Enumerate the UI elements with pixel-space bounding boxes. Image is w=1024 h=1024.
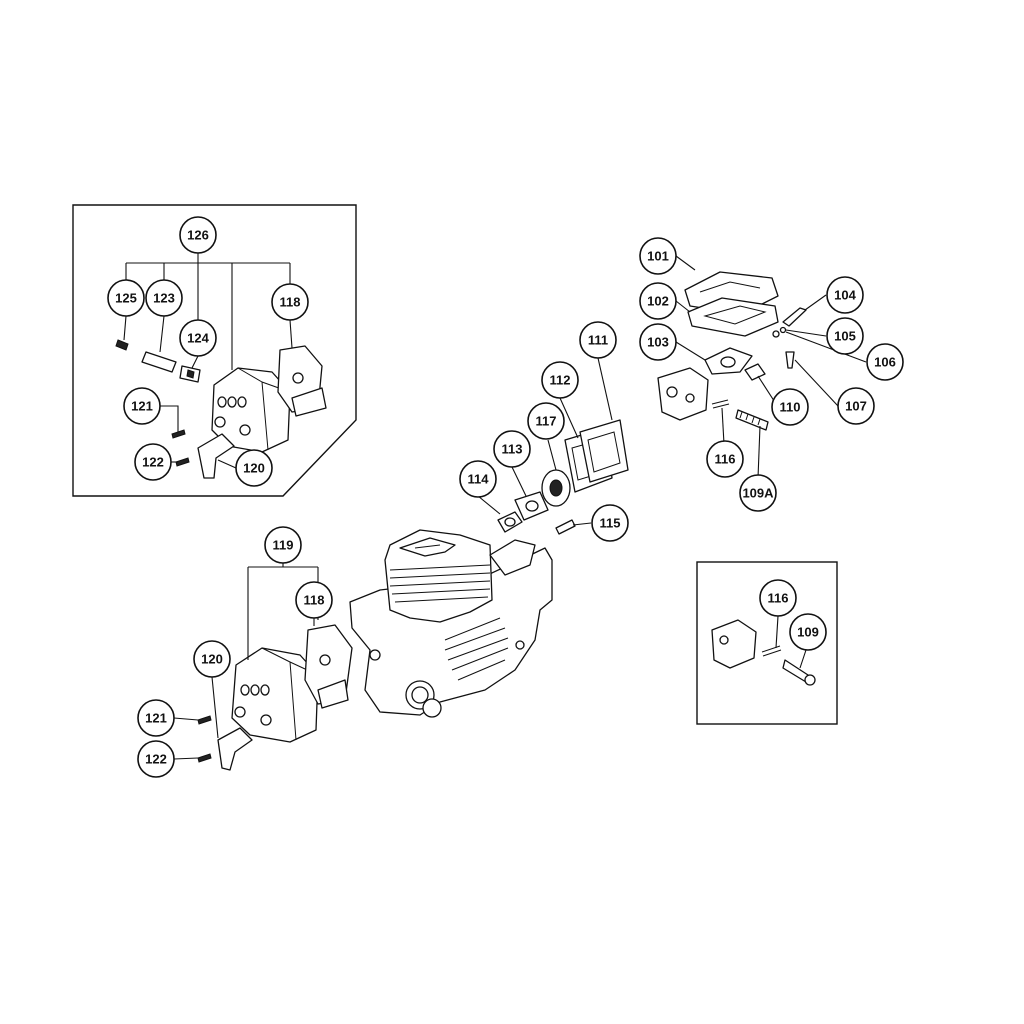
svg-text:115: 115 [600, 516, 621, 531]
callout-104: 104 [826, 276, 864, 314]
callout-117: 117 [527, 402, 565, 440]
main-muffler [197, 624, 353, 771]
svg-text:118: 118 [304, 593, 325, 608]
carburetor-assembly [657, 271, 807, 431]
svg-text:120: 120 [201, 652, 223, 667]
svg-text:121: 121 [131, 399, 153, 414]
callout-103: 103 [639, 323, 677, 361]
callouts: 101 102 103 104 105 106 107 110 116 109A… [107, 216, 904, 778]
callout-121-main: 121 [137, 699, 175, 737]
callout-118-main: 118 [295, 581, 333, 619]
svg-text:102: 102 [647, 294, 669, 309]
svg-text:119: 119 [273, 538, 294, 553]
callout-122-main: 122 [137, 740, 175, 778]
callout-119: 119 [264, 526, 302, 564]
svg-text:117: 117 [536, 414, 557, 429]
callout-113: 113 [493, 430, 531, 468]
callout-102: 102 [639, 282, 677, 320]
svg-text:109A: 109A [742, 486, 774, 501]
muffler-inset-frame [72, 204, 357, 497]
svg-text:113: 113 [502, 442, 523, 457]
callout-126: 126 [179, 216, 217, 254]
callout-116-carb: 116 [706, 440, 744, 478]
svg-text:122: 122 [145, 752, 167, 767]
callout-118-inset: 118 [271, 283, 309, 321]
svg-text:116: 116 [715, 452, 736, 467]
svg-text:106: 106 [874, 355, 896, 370]
svg-text:104: 104 [834, 288, 856, 303]
callout-123: 123 [145, 279, 183, 317]
svg-text:125: 125 [115, 291, 137, 306]
intake-stack [497, 419, 629, 535]
svg-text:107: 107 [845, 399, 867, 414]
carburetor-inset [711, 619, 816, 686]
svg-text:116: 116 [768, 591, 789, 606]
svg-text:112: 112 [550, 373, 571, 388]
callout-115: 115 [591, 504, 629, 542]
callout-107: 107 [837, 387, 875, 425]
svg-text:101: 101 [647, 249, 669, 264]
callout-110: 110 [771, 388, 809, 426]
callout-124: 124 [179, 319, 217, 357]
svg-text:114: 114 [468, 472, 490, 487]
callout-120-main: 120 [193, 640, 231, 678]
svg-text:103: 103 [647, 335, 669, 350]
callout-120-inset: 120 [235, 449, 273, 487]
engine-crankcase [349, 529, 553, 718]
svg-text:111: 111 [588, 333, 608, 348]
callout-112: 112 [541, 361, 579, 399]
callout-109: 109 [789, 613, 827, 651]
callout-111: 111 [579, 321, 617, 359]
callout-121-inset: 121 [123, 387, 161, 425]
callout-116-inset: 116 [759, 579, 797, 617]
svg-text:105: 105 [834, 329, 856, 344]
svg-text:124: 124 [187, 331, 209, 346]
carburetor-inset-frame [696, 561, 838, 725]
callout-109A: 109A [739, 474, 777, 512]
inset-muffler [115, 339, 327, 479]
callout-114: 114 [459, 460, 497, 498]
svg-text:123: 123 [153, 291, 175, 306]
svg-text:122: 122 [142, 455, 164, 470]
svg-text:126: 126 [187, 228, 209, 243]
svg-text:110: 110 [780, 400, 801, 415]
callout-101: 101 [639, 237, 677, 275]
callout-106: 106 [866, 343, 904, 381]
svg-text:121: 121 [145, 711, 167, 726]
callout-122-inset: 122 [134, 443, 172, 481]
svg-text:118: 118 [280, 295, 301, 310]
svg-text:120: 120 [243, 461, 265, 476]
svg-text:109: 109 [797, 625, 819, 640]
callout-125: 125 [107, 279, 145, 317]
callout-105: 105 [826, 317, 864, 355]
